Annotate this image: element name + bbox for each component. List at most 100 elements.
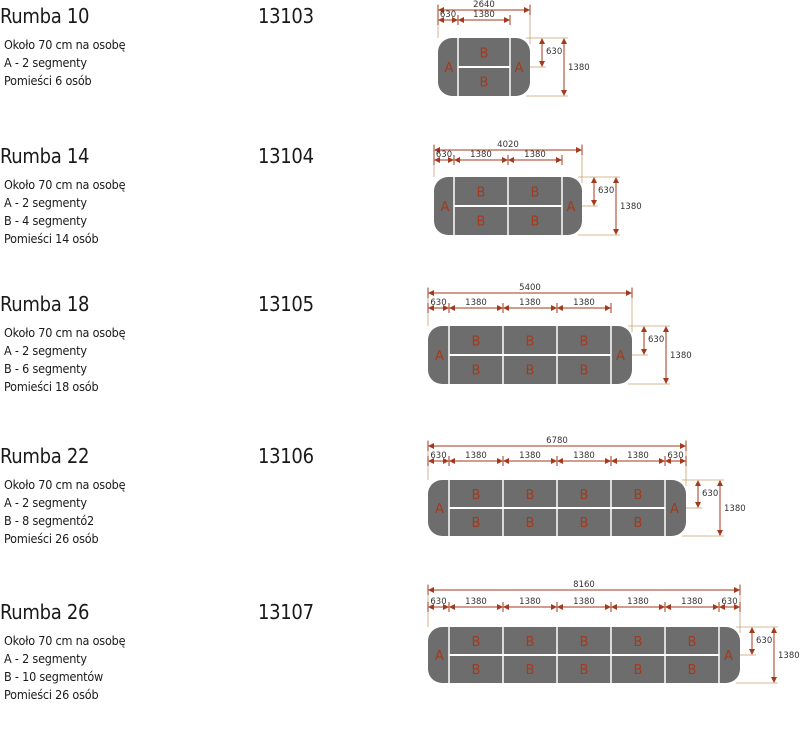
half-depth-value: 630 [598,186,614,196]
segment-length-value: 1380 [465,451,487,461]
segment-label-b: B [526,516,535,531]
segment-label-a: A [441,200,450,215]
segment-label-b: B [580,663,589,678]
segment-label-a: A [515,61,524,76]
segment-label-b: B [526,663,535,678]
half-depth-value: 630 [756,636,772,646]
total-length-value: 8160 [573,580,595,590]
depth-arrow [717,480,723,536]
table-name: Rumba 18 [0,292,90,316]
half-depth-value: 630 [648,335,664,345]
segment-length-value: 1380 [573,298,595,308]
detail-line: Około 70 cm na osobę [4,633,126,648]
detail-line: B - 8 segmentó2 [4,513,95,528]
half-depth-value: 630 [702,489,718,499]
segment-label-a: A [445,61,454,76]
segment-label-a: A [567,200,576,215]
total-length-value: 6780 [546,436,568,446]
detail-line: B - 6 segmenty [4,361,87,376]
detail-line: Około 70 cm na osobę [4,325,126,340]
detail-line: A - 2 segmenty [4,651,87,666]
table-name: Rumba 10 [0,4,90,28]
depth-value: 1380 [670,351,692,361]
segment-label-b: B [472,635,481,650]
segment-length-value: 1380 [627,597,649,607]
detail-line: Około 70 cm na osobę [4,37,126,52]
table-name: Rumba 14 [0,144,90,168]
end-length-value: 630 [667,451,683,461]
segment-label-b: B [477,186,486,201]
segment-label-b: B [526,488,535,503]
segment-length-value: 1380 [473,10,495,20]
segment-label-a: A [670,502,679,517]
segment-label-b: B [480,47,489,62]
segment-label-a: A [435,649,444,664]
end-length-value: 630 [430,597,446,607]
segment-label-b: B [688,663,697,678]
depth-value: 1380 [620,202,642,212]
segment-label-b: B [526,335,535,350]
total-length-arrow [427,288,633,298]
segment-length-arrow [502,602,558,612]
product-code: 13107 [258,600,314,624]
total-length-arrow [437,5,531,15]
product-code: 13103 [258,4,314,28]
segment-length-value: 1380 [627,451,649,461]
segment-label-b: B [634,516,643,531]
segment-label-b: B [480,76,489,91]
total-length-arrow [427,585,741,595]
segment-label-b: B [634,635,643,650]
table-name: Rumba 26 [0,600,90,624]
segment-length-value: 1380 [519,451,541,461]
segment-length-value: 1380 [470,150,492,160]
detail-line: Pomieści 6 osób [4,73,92,88]
depth-arrow [561,38,567,96]
segment-length-value: 1380 [573,451,595,461]
total-length-arrow [427,441,687,451]
half-depth-arrow [539,38,545,67]
half-depth-arrow [591,177,597,206]
depth-value: 1380 [568,63,590,73]
table-name: Rumba 22 [0,444,90,468]
detail-line: Pomieści 18 osób [4,379,99,394]
detail-line: B - 4 segmenty [4,213,87,228]
segment-label-a: A [435,349,444,364]
product-code: 13104 [258,144,314,168]
end-length-value: 630 [430,451,446,461]
half-depth-value: 630 [546,47,562,57]
total-length-value: 2640 [473,0,495,10]
segment-length-arrow [556,303,612,313]
segment-label-b: B [472,516,481,531]
detail-line: Około 70 cm na osobę [4,477,126,492]
segment-label-b: B [634,663,643,678]
segment-length-value: 1380 [681,597,703,607]
depth-value: 1380 [778,651,800,661]
end-length-value: 630 [721,597,737,607]
end-length-value: 630 [436,150,452,160]
segment-label-b: B [580,335,589,350]
segment-label-b: B [580,635,589,650]
segment-label-a: A [724,649,733,664]
total-length-value: 5400 [519,283,541,293]
detail-line: A - 2 segmenty [4,55,87,70]
end-length-arrow [718,602,741,612]
half-depth-arrow [641,326,647,355]
end-length-value: 630 [430,298,446,308]
total-length-arrow [433,145,583,155]
detail-line: A - 2 segmenty [4,343,87,358]
segment-label-b: B [634,488,643,503]
depth-arrow [771,627,777,683]
end-length-arrow [427,456,450,466]
segment-label-b: B [477,215,486,230]
detail-line: Pomieści 14 osób [4,231,99,246]
